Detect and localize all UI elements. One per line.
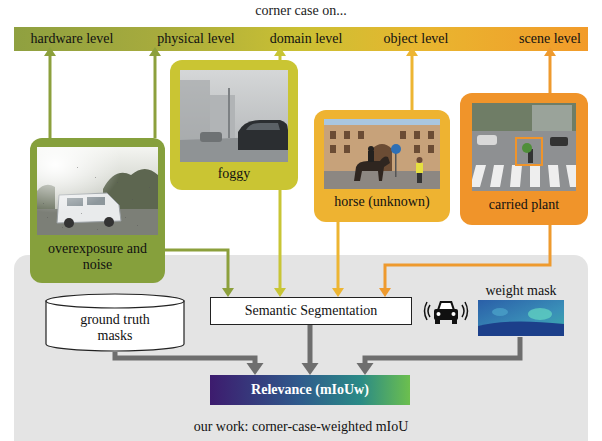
level-text: object level	[384, 31, 449, 47]
connector-arrow	[44, 47, 56, 138]
foggy-photo	[180, 70, 288, 162]
box-label: Semantic Segmentation	[245, 303, 378, 319]
card-caption: overexposure and noise	[34, 241, 161, 273]
connector-line	[49, 55, 52, 138]
connector-line	[411, 55, 414, 110]
connector-line	[308, 325, 313, 364]
weight-mask-image	[478, 300, 564, 336]
database-cylinder: ground truth masks	[45, 293, 185, 352]
process-box: Semantic Segmentation	[210, 297, 412, 325]
connector-line	[279, 190, 282, 289]
weight-mask: weight mask	[476, 283, 566, 337]
corner-case-card: overexposure and noise	[30, 138, 165, 283]
level-label: hardware level	[31, 31, 114, 47]
connector-line	[549, 55, 552, 93]
card-caption: horse (unknown)	[318, 194, 446, 210]
level-label: physical level	[157, 31, 234, 47]
card-caption: foggy	[174, 166, 294, 182]
level-text: scene level	[519, 31, 581, 47]
card-caption: carried plant	[464, 197, 584, 213]
corner-case-card: foggy	[170, 60, 298, 190]
level-text: physical level	[157, 31, 234, 47]
corner-case-card: horse (unknown)	[314, 110, 450, 222]
relevance-box: Relevance (mIoUw)	[210, 375, 410, 405]
connector-arrow	[149, 47, 161, 138]
cylinder-label: ground truth masks	[65, 312, 165, 344]
panel-caption: our work: corner-case-weighted mIoU	[14, 419, 588, 435]
connector-arrow	[406, 47, 418, 110]
horse-photo	[324, 119, 440, 189]
relevance-label: Relevance (mIoUw)	[251, 382, 369, 398]
carried-plant-photo	[472, 103, 576, 191]
level-label: object level	[384, 31, 449, 47]
cylinder-top	[46, 294, 184, 308]
connector-line	[337, 222, 340, 289]
corner-case-card: carried plant	[460, 93, 588, 225]
level-text: hardware level	[31, 31, 114, 47]
image-heading: weight mask	[476, 283, 566, 299]
connector-arrow	[544, 47, 556, 93]
connector-line	[154, 55, 157, 138]
level-label: domain level	[270, 31, 343, 47]
overexposure-photo	[37, 147, 158, 235]
level-label: scene level	[519, 31, 581, 47]
level-text: domain level	[270, 31, 343, 47]
car-icon	[422, 293, 470, 329]
band-heading: corner case on...	[14, 3, 588, 19]
level-band: corner case on...hardware levelphysical …	[14, 27, 588, 51]
